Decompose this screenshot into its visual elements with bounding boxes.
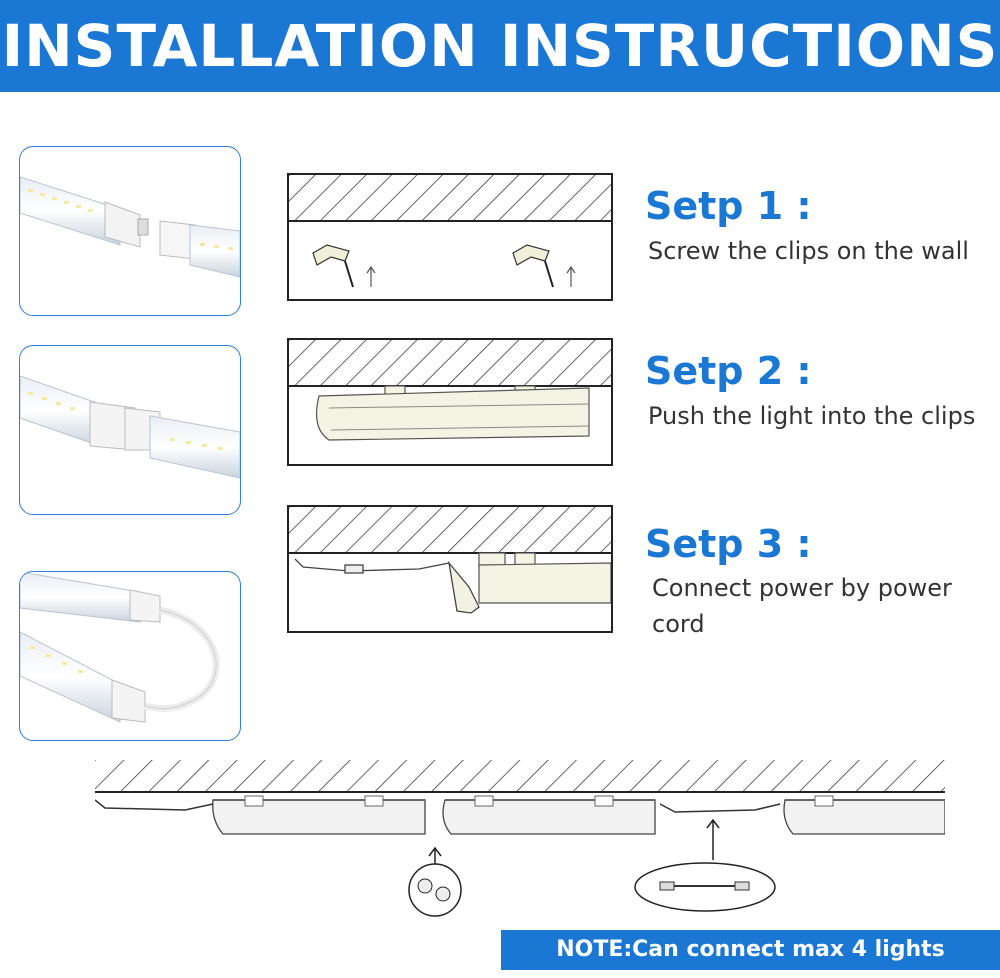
note-banner: NOTE:Can connect max 4 lights	[501, 930, 1000, 970]
photo-power-cord	[19, 571, 241, 741]
photo-tube-connector	[19, 146, 241, 316]
diagram-linking	[94, 760, 946, 920]
photo-tubes-joined	[19, 345, 241, 515]
step-3-title: Setp 3 :	[645, 522, 812, 566]
step-1-description: Screw the clips on the wall	[648, 237, 969, 265]
diagram-step-3	[287, 505, 613, 633]
step-2-title: Setp 2 :	[645, 349, 812, 393]
step-1-title: Setp 1 :	[645, 184, 812, 228]
diagram-step-1	[287, 173, 613, 301]
step-3-description: Connect power by power cord	[652, 574, 952, 638]
diagram-step-2	[287, 338, 613, 466]
page-title: INSTALLATION INSTRUCTIONS	[1, 12, 999, 80]
step-2-description: Push the light into the clips	[648, 402, 976, 430]
header-banner: INSTALLATION INSTRUCTIONS	[0, 0, 1000, 92]
